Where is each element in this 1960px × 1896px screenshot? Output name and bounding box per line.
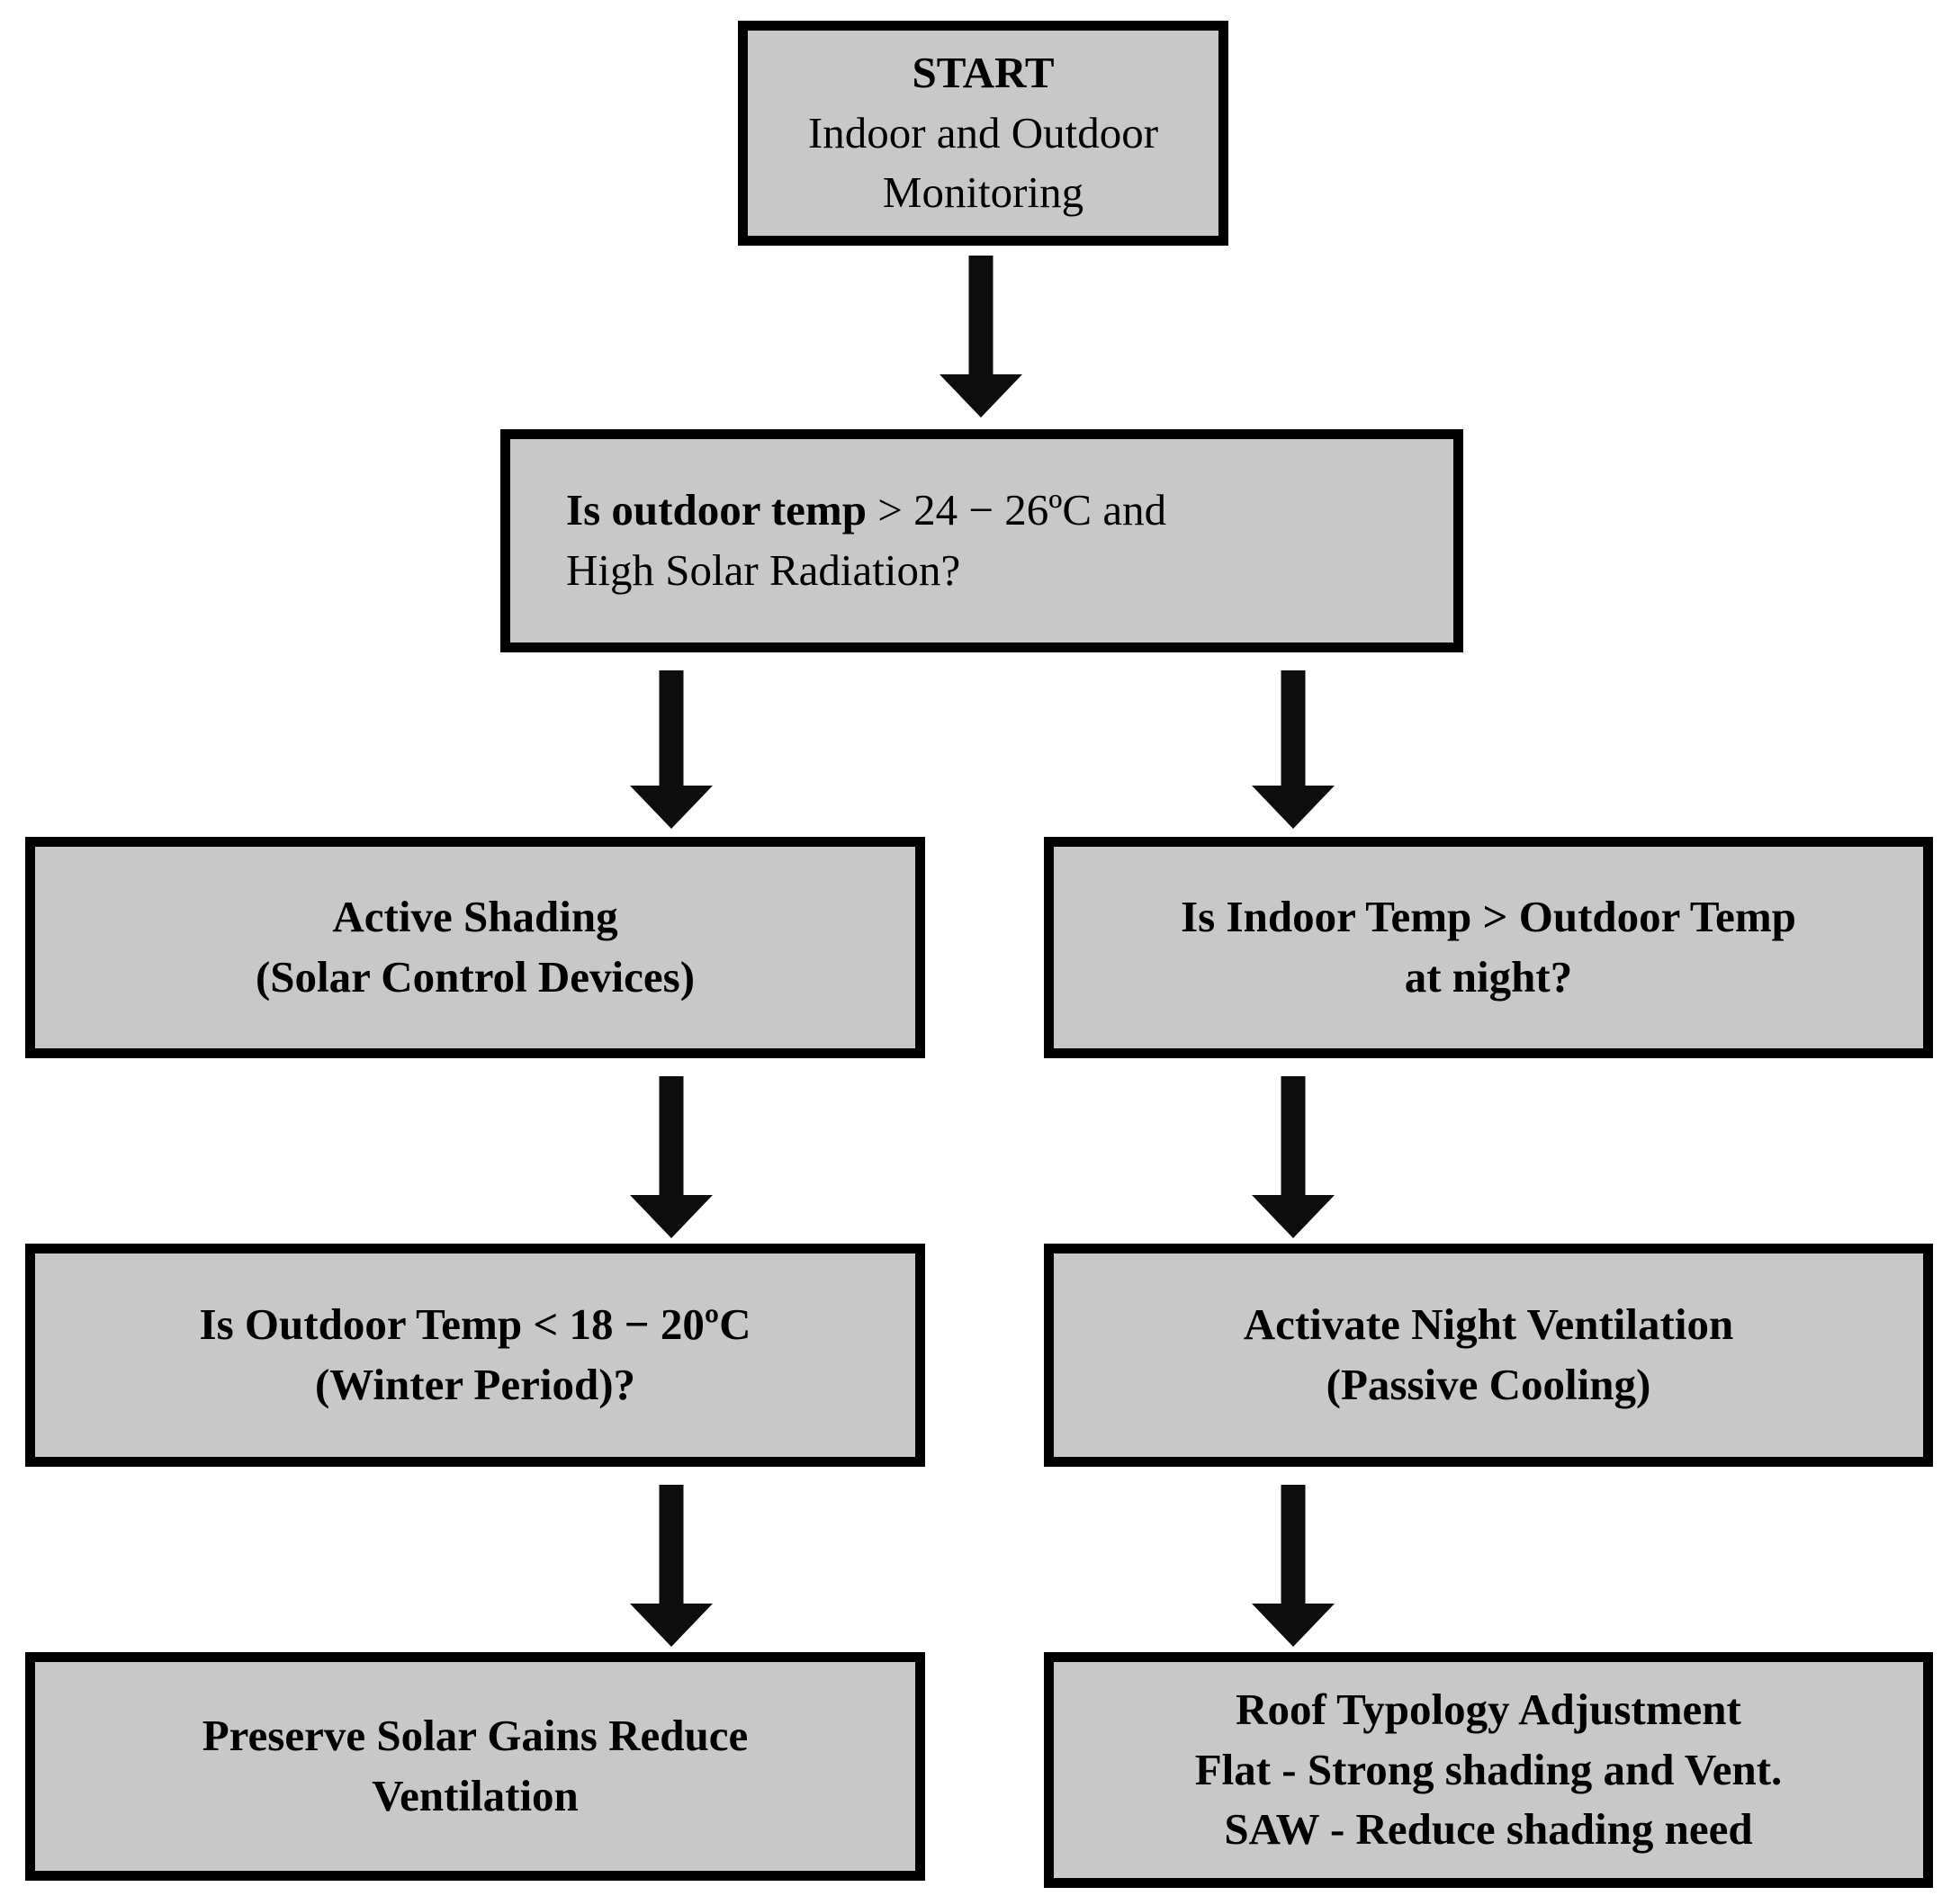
node-decision-outdoor-temp-line1: Is outdoor temp > 24 − 26ºC and bbox=[566, 481, 1166, 541]
arrow-head-down-icon bbox=[630, 1195, 713, 1238]
arrow-night-ventilation-to-roof-typology bbox=[1252, 1485, 1335, 1647]
node-start-line3: Monitoring bbox=[882, 167, 1084, 218]
node-preserve-solar-gains: Preserve Solar Gains Reduce Ventilation bbox=[25, 1652, 925, 1881]
arrow-head-down-icon bbox=[630, 786, 713, 829]
arrow-shaft bbox=[659, 1076, 684, 1199]
node-active-shading-line1: Active Shading bbox=[332, 892, 618, 942]
node-roof-typology-line3: SAW - Reduce shading need bbox=[1224, 1804, 1753, 1855]
arrow-start-to-decision bbox=[940, 256, 1022, 418]
node-roof-typology-line1: Roof Typology Adjustment bbox=[1236, 1685, 1741, 1735]
node-winter-check-line1: Is Outdoor Temp < 18 − 20ºC bbox=[199, 1299, 751, 1350]
arrow-shaft bbox=[1281, 670, 1306, 789]
arrow-active-shading-to-winter-check bbox=[630, 1076, 713, 1238]
node-winter-check: Is Outdoor Temp < 18 − 20ºC (Winter Peri… bbox=[25, 1244, 925, 1467]
arrow-shaft bbox=[1281, 1076, 1306, 1199]
arrow-head-down-icon bbox=[940, 374, 1022, 418]
arrow-shaft bbox=[968, 256, 993, 378]
arrow-shaft bbox=[659, 670, 684, 789]
node-start: START Indoor and Outdoor Monitoring bbox=[738, 21, 1228, 246]
node-night-ventilation: Activate Night Ventilation (Passive Cool… bbox=[1044, 1244, 1933, 1467]
node-active-shading: Active Shading (Solar Control Devices) bbox=[25, 837, 925, 1058]
node-roof-typology-line2: Flat - Strong shading and Vent. bbox=[1194, 1744, 1783, 1794]
node-roof-typology: Roof Typology Adjustment Flat - Strong s… bbox=[1044, 1652, 1933, 1888]
node-indoor-vs-outdoor-line1: Is Indoor Temp > Outdoor Temp bbox=[1181, 892, 1796, 942]
arrow-head-down-icon bbox=[1252, 786, 1335, 829]
node-indoor-vs-outdoor: Is Indoor Temp > Outdoor Temp at night? bbox=[1044, 837, 1933, 1058]
node-decision-outdoor-temp-line2: High Solar Radiation? bbox=[566, 545, 961, 595]
arrow-shaft bbox=[1281, 1485, 1306, 1607]
node-start-title: START bbox=[912, 48, 1055, 98]
node-night-ventilation-line1: Activate Night Ventilation bbox=[1243, 1299, 1734, 1350]
arrow-head-down-icon bbox=[1252, 1604, 1335, 1647]
node-start-line2: Indoor and Outdoor bbox=[807, 107, 1159, 157]
node-active-shading-line2: (Solar Control Devices) bbox=[255, 952, 696, 1002]
arrow-head-down-icon bbox=[1252, 1195, 1335, 1238]
node-decision-outdoor-temp-line1-bold: Is outdoor temp bbox=[566, 485, 867, 535]
node-night-ventilation-line2: (Passive Cooling) bbox=[1326, 1360, 1651, 1409]
arrow-indoor-vs-outdoor-to-night-ventilation bbox=[1252, 1076, 1335, 1238]
node-decision-outdoor-temp: Is outdoor temp > 24 − 26ºC and High Sol… bbox=[500, 429, 1463, 652]
node-decision-outdoor-temp-line1-rest: > 24 − 26ºC and bbox=[866, 485, 1167, 535]
node-indoor-vs-outdoor-line2: at night? bbox=[1404, 952, 1573, 1002]
node-preserve-solar-gains-line2: Ventilation bbox=[372, 1771, 579, 1820]
arrow-shaft bbox=[659, 1485, 684, 1607]
node-preserve-solar-gains-line1: Preserve Solar Gains Reduce bbox=[202, 1711, 749, 1761]
arrow-winter-check-to-preserve-solar-gains bbox=[630, 1485, 713, 1647]
arrow-decision-to-active-shading bbox=[630, 670, 713, 829]
arrow-head-down-icon bbox=[630, 1604, 713, 1647]
arrow-decision-to-indoor-vs-outdoor bbox=[1252, 670, 1335, 829]
node-winter-check-line2: (Winter Period)? bbox=[314, 1360, 636, 1409]
